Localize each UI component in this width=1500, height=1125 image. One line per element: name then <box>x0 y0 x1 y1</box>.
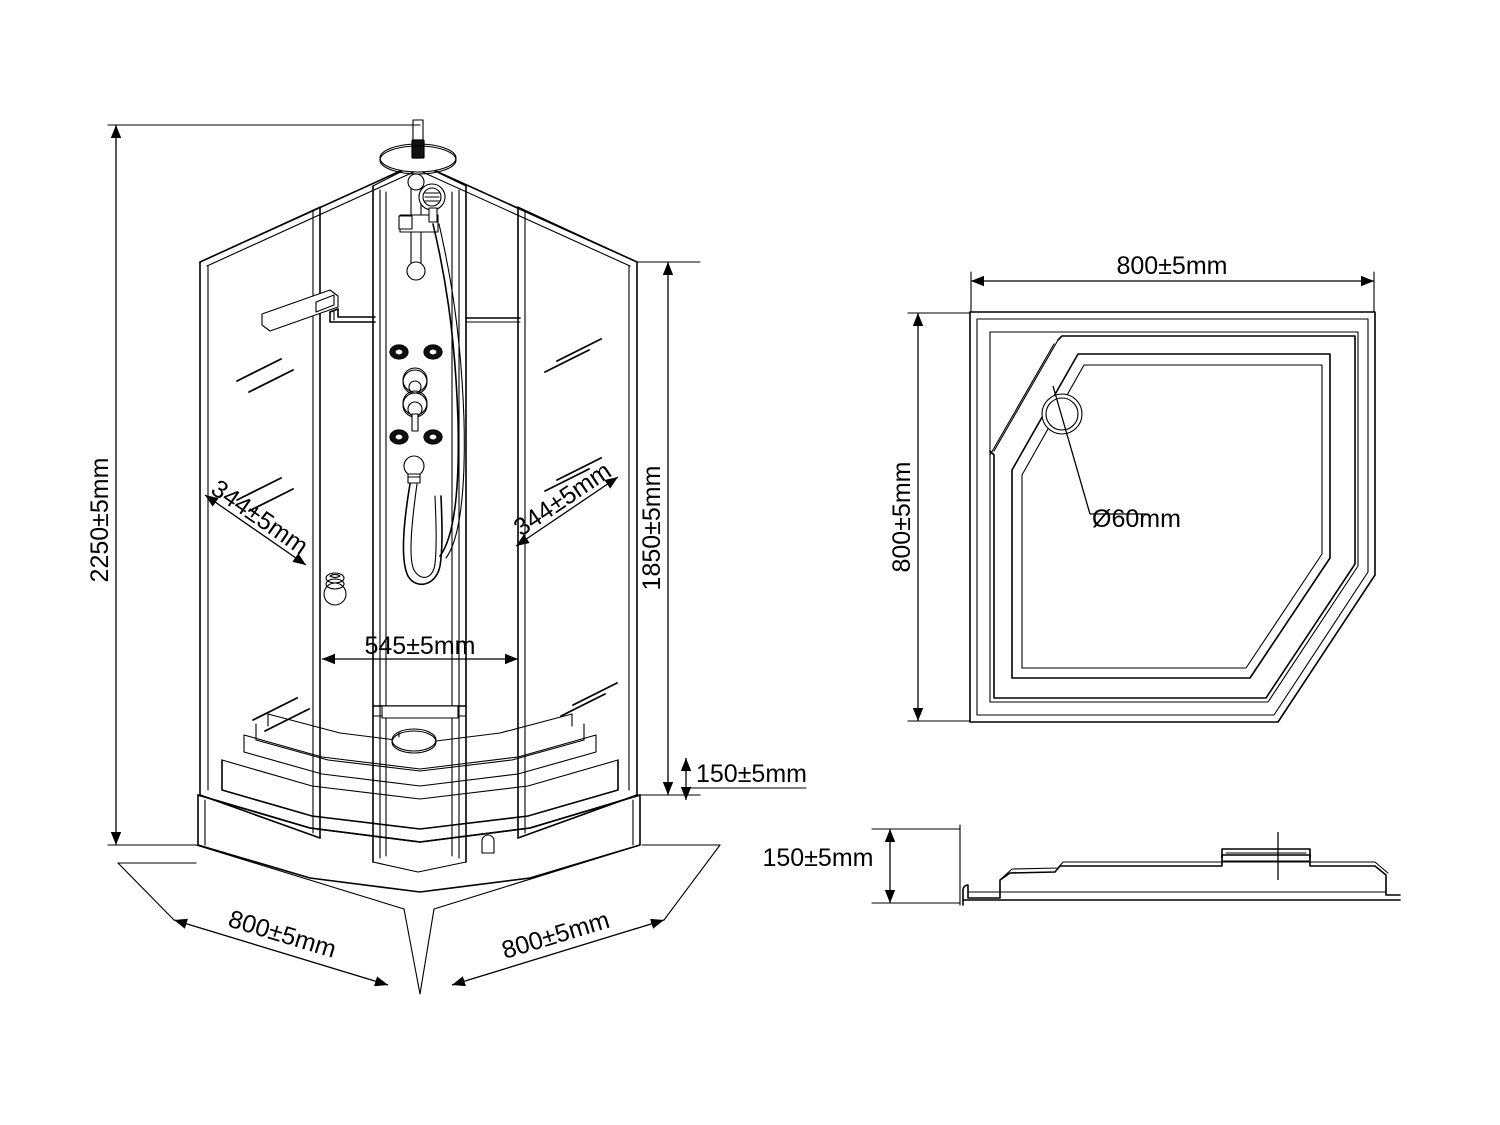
isometric-view: 2250±5mm 1850±5mm 150±5mm 545±5mm 344±5m… <box>86 119 807 995</box>
plan-drain-hole <box>1041 393 1083 435</box>
mixer-valve <box>402 390 428 432</box>
body-jet-bottom-left <box>389 429 409 445</box>
dimension-door-545: 545±5mm <box>322 632 518 665</box>
drain-leader: Ø60mm <box>1052 385 1181 533</box>
basin-floor <box>1011 353 1331 679</box>
dim-label-2250: 2250±5mm <box>86 458 114 583</box>
dimension-glass-1850: 1850±5mm <box>636 261 701 796</box>
dim-label-800-base-left: 800±5mm <box>225 905 339 964</box>
dim-label-800-base-right: 800±5mm <box>499 906 613 965</box>
section-view: 150±5mm <box>763 824 1401 906</box>
body-jet-top-left <box>389 344 409 360</box>
dimension-height-2250: 2250±5mm <box>86 124 421 846</box>
dimension-tray-150: 150±5mm <box>680 758 807 800</box>
section-drain-detail <box>1221 832 1311 880</box>
body-jet-top-right <box>423 344 443 360</box>
plan-view: Ø60mm 800±5mm 800±5mm <box>888 252 1376 723</box>
dim-label-section-150: 150±5mm <box>763 844 874 872</box>
shower-tray-base <box>197 794 641 893</box>
hand-shower-head <box>418 183 446 223</box>
drain-cover <box>391 728 437 754</box>
dim-label-plan-800-w: 800±5mm <box>1117 252 1228 280</box>
body-jet-bottom-right <box>423 429 443 445</box>
door-handle <box>323 572 347 606</box>
tray-fitting <box>481 834 495 854</box>
tray-outline <box>969 311 1376 723</box>
rain-shower-head <box>379 119 457 175</box>
dim-label-plan-800-d: 800±5mm <box>888 462 916 573</box>
diverter-valve <box>402 367 428 395</box>
dimension-panel-left-344: 344±5mm <box>204 474 313 566</box>
dim-label-drain: Ø60mm <box>1092 505 1181 533</box>
dim-label-150-iso: 150±5mm <box>696 760 807 788</box>
dimension-plan-depth-800: 800±5mm <box>888 312 971 722</box>
dim-label-545: 545±5mm <box>365 632 476 660</box>
hand-shower-outlet <box>403 455 425 484</box>
dimension-plan-width-800: 800±5mm <box>970 252 1375 313</box>
dim-label-1850: 1850±5mm <box>638 466 666 591</box>
dim-label-344-left: 344±5mm <box>206 474 313 560</box>
dimension-section-150: 150±5mm <box>763 828 961 904</box>
body-jets-panel <box>389 344 443 586</box>
slide-bar-hand-shower <box>398 173 465 559</box>
towel-rail <box>261 289 521 332</box>
